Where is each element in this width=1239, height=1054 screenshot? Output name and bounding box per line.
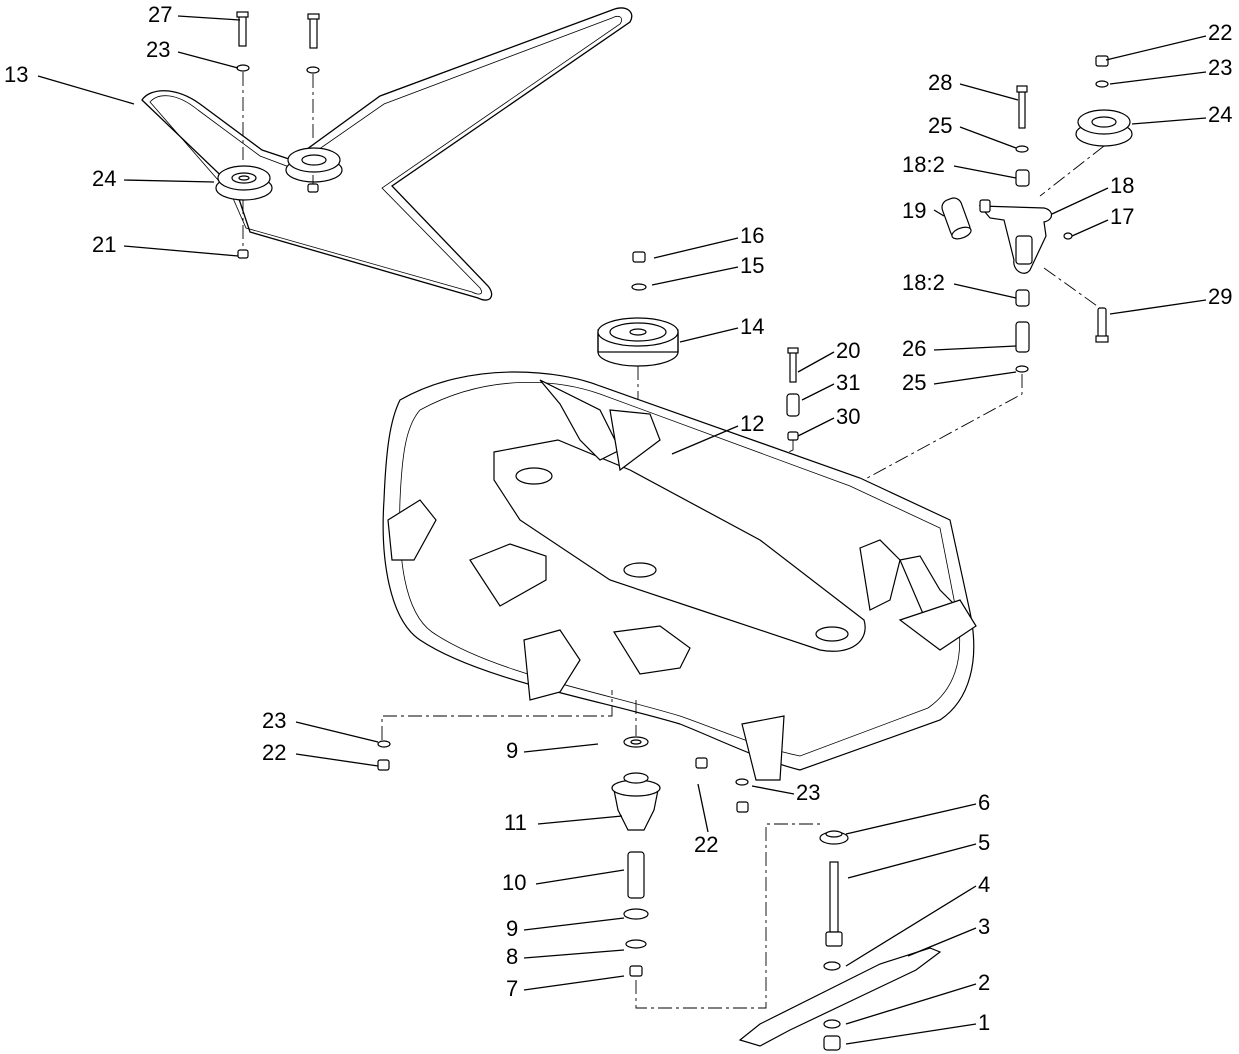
callout-p13: 13: [4, 62, 28, 87]
blade-assembly: [738, 830, 942, 1051]
callout-p15: 15: [740, 253, 764, 278]
callout-p30: 30: [836, 404, 860, 429]
leader-p7: [523, 975, 625, 991]
leader-p26: [933, 345, 1017, 351]
callout-p26: 26: [902, 336, 926, 361]
leader-p9b: [523, 917, 625, 931]
leader-p18: [1051, 187, 1109, 215]
leader-p1: [845, 1023, 977, 1045]
leader-p15: [651, 266, 739, 286]
callout-p182b: 18:2: [902, 270, 945, 295]
leader-p10: [535, 869, 625, 885]
callout-p17: 17: [1110, 204, 1134, 229]
callout-p5: 5: [978, 830, 990, 855]
leader-p5: [847, 843, 977, 879]
callout-p23a: 23: [146, 37, 170, 62]
callout-p28: 28: [928, 70, 952, 95]
callout-p9a: 9: [506, 738, 518, 763]
leader-p19: [933, 209, 945, 217]
callout-p7: 7: [506, 976, 518, 1001]
callout-p19: 19: [902, 198, 926, 223]
leader-p22c: [697, 783, 709, 833]
callout-p11: 11: [504, 810, 527, 835]
callout-p29: 29: [1208, 284, 1232, 309]
leader-p24b: [1131, 117, 1207, 125]
leader-p23b: [1109, 71, 1207, 85]
right-idler-pulley: [1039, 55, 1133, 197]
leader-p182a: [953, 165, 1017, 179]
callout-p9b: 9: [506, 916, 518, 941]
spindle-assembly: [611, 700, 822, 1009]
callout-p4: 4: [978, 872, 990, 897]
leader-p30: [797, 417, 835, 437]
callout-p22c: 22: [694, 832, 718, 857]
callout-p24b: 24: [1208, 102, 1232, 127]
callout-p2: 2: [978, 970, 990, 995]
leader-p6: [845, 803, 977, 835]
mower-deck: [382, 371, 977, 781]
callout-p22a: 22: [1208, 20, 1232, 45]
callout-p23b: 23: [1208, 55, 1232, 80]
leader-p3: [907, 927, 977, 957]
leader-p29: [1109, 299, 1207, 315]
callout-p18: 18: [1110, 173, 1134, 198]
leader-p24a: [123, 179, 215, 183]
leader-p22b: [295, 753, 379, 767]
leader-p2: [845, 983, 977, 1025]
leader-p182b: [953, 283, 1017, 299]
leader-p11: [537, 815, 623, 825]
callout-leaders: [37, 15, 1207, 1045]
leader-p31: [801, 383, 835, 401]
callout-p182a: 18:2: [902, 152, 945, 177]
leader-p28: [959, 83, 1019, 101]
leader-p22a: [1105, 35, 1207, 61]
lower-left-hardware: [377, 690, 613, 771]
callout-p23c: 23: [262, 708, 286, 733]
leader-p13: [37, 75, 135, 105]
callout-p25b: 25: [902, 370, 926, 395]
leader-p8: [523, 949, 625, 959]
callout-p31: 31: [836, 370, 860, 395]
drive-pulley: [597, 251, 679, 580]
leader-p20: [797, 351, 835, 373]
callout-p27: 27: [148, 2, 172, 27]
callout-p16: 16: [740, 223, 764, 248]
leader-p14: [679, 327, 739, 343]
leader-p27: [177, 15, 241, 21]
callout-p24a: 24: [92, 166, 116, 191]
callout-p1: 1: [978, 1010, 990, 1035]
callout-p8: 8: [506, 944, 518, 969]
left-idler-pulley: [215, 11, 273, 259]
leader-p21: [123, 245, 239, 257]
callout-p10: 10: [502, 870, 526, 895]
leader-p23c: [295, 721, 379, 743]
callout-p6: 6: [978, 790, 990, 815]
callout-p23d: 23: [796, 780, 820, 805]
leader-p25b: [933, 371, 1017, 385]
callout-p21: 21: [92, 232, 116, 257]
callout-p25a: 25: [928, 113, 952, 138]
leader-p16: [653, 237, 739, 259]
callout-p12: 12: [740, 411, 764, 436]
leader-p12: [671, 425, 739, 455]
leader-p23a: [177, 51, 239, 69]
center-hardware: [695, 757, 749, 813]
leader-p17: [1071, 219, 1109, 237]
callout-p14: 14: [740, 314, 764, 339]
right-idler-arm: [741, 85, 1109, 590]
drive-belt: [141, 7, 633, 301]
callout-p22b: 22: [262, 740, 286, 765]
leader-p9a: [523, 743, 599, 753]
callout-p3: 3: [978, 914, 990, 939]
leader-p25a: [959, 126, 1017, 149]
center-idler-pulley: [285, 13, 343, 193]
callout-p20: 20: [836, 338, 860, 363]
leader-p4: [845, 885, 977, 967]
leader-p23d: [751, 785, 795, 795]
